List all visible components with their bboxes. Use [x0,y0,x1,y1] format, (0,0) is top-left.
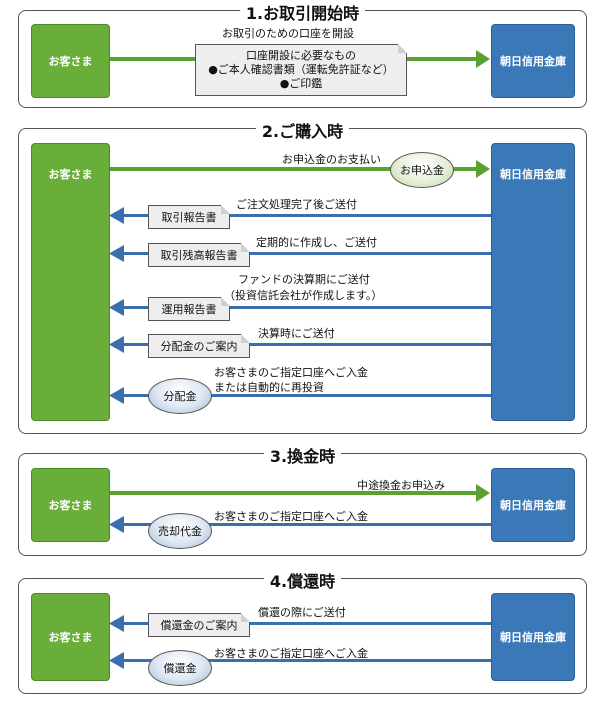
bank-box: 朝日信用金庫 [491,468,575,542]
trade-report-doc: 取引報告書 [148,205,230,229]
section-title: 3.換金時 [19,443,586,467]
arrow-distribution-notice [109,336,491,353]
operation-report-doc: 運用報告書 [148,297,230,321]
customer-box: お客さま [31,143,110,421]
section-title: 4.償還時 [19,568,586,592]
arrow-proceeds [109,516,491,533]
arrow-balance-report [109,245,491,262]
customer-box: お客さま [31,593,110,681]
distribution-note-2: または自動的に再投資 [214,381,324,394]
trade-report-note: ご注文処理完了後ご送付 [236,198,357,211]
arrow-redeem-request [108,484,490,502]
distribution-note-1: お客さまのご指定口座へご入金 [214,366,368,379]
arrow-trade-report [109,207,491,224]
maturity-notice-note: 償還の際にご送付 [258,606,346,619]
proceeds-oval: 売却代金 [148,513,212,549]
maturity-notice-doc: 償還金のご案内 [148,613,250,637]
redeem-label: 中途換金お申込み [357,479,445,492]
balance-report-note: 定期的に作成し、ご送付 [256,236,377,249]
arrow-redemption [109,652,491,669]
operation-report-note-2: （投資信託会社が作成します。） [224,289,383,302]
operation-report-note-1: ファンドの決算期にご送付 [238,273,370,286]
arrow-operation-report [109,299,491,316]
bank-box: 朝日信用金庫 [491,593,575,681]
proceeds-note: お客さまのご指定口座へご入金 [214,510,368,523]
section-title: 2.ご購入時 [19,118,586,142]
distribution-oval: 分配金 [148,378,212,414]
distribution-notice-note: 決算時にご送付 [258,327,335,340]
payment-oval: お申込金 [390,152,454,188]
arrow-payment [108,160,490,178]
arrow-distribution [109,387,491,404]
redemption-note: お客さまのご指定口座へご入金 [214,647,368,660]
arrow-maturity-notice [109,615,491,632]
section-title: 1.お取引開始時 [19,0,586,24]
required-items-doc: 口座開設に必要なもの ●ご本人確認書類（運転免許証など） ●ご印鑑 [195,44,407,96]
bank-box: 朝日信用金庫 [491,143,575,421]
redemption-oval: 償還金 [148,650,212,686]
arrow-label: お取引のための口座を開設 [222,27,354,40]
payment-label: お申込金のお支払い [282,153,381,166]
balance-report-doc: 取引残高報告書 [148,243,250,267]
distribution-notice-doc: 分配金のご案内 [148,334,250,358]
bank-box: 朝日信用金庫 [491,24,575,98]
customer-box: お客さま [31,24,110,98]
customer-box: お客さま [31,468,110,542]
